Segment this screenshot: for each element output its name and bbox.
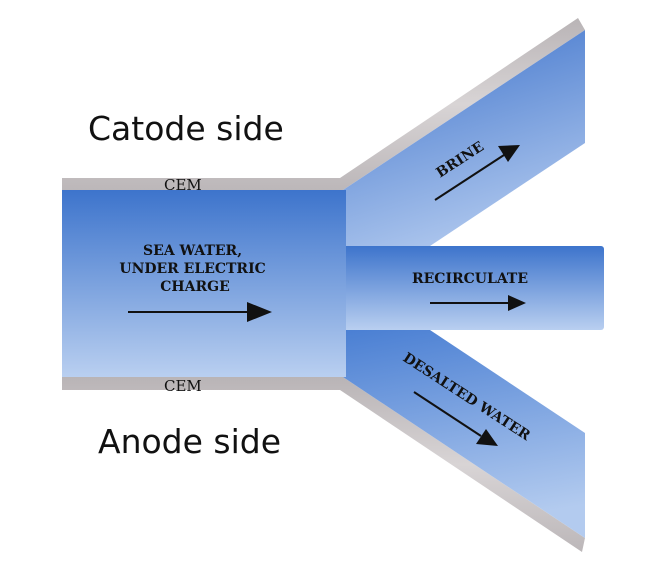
catode-side-label: Catode side	[88, 109, 284, 148]
inlet-label-line-3: CHARGE	[160, 279, 230, 295]
inlet-label: SEA WATER, UNDER ELECTRIC CHARGE	[119, 243, 270, 295]
inlet-label-line-1: SEA WATER,	[143, 243, 242, 259]
desalted-water-arrow	[413, 391, 498, 446]
recirculate-label: RECIRCULATE	[412, 271, 528, 287]
inlet-label-line-2: UNDER ELECTRIC	[119, 261, 265, 277]
recirculate-arrow	[430, 295, 526, 311]
recirculate-channel	[340, 246, 604, 330]
cem-label-top: CEM	[164, 176, 202, 194]
brine-arrow	[434, 145, 520, 201]
main-channel	[62, 190, 346, 377]
anode-side-label: Anode side	[98, 422, 281, 461]
desalted-channel	[343, 330, 585, 538]
brine-channel	[343, 30, 585, 246]
inlet-arrow	[128, 302, 272, 322]
cem-label-bottom: CEM	[164, 377, 202, 395]
